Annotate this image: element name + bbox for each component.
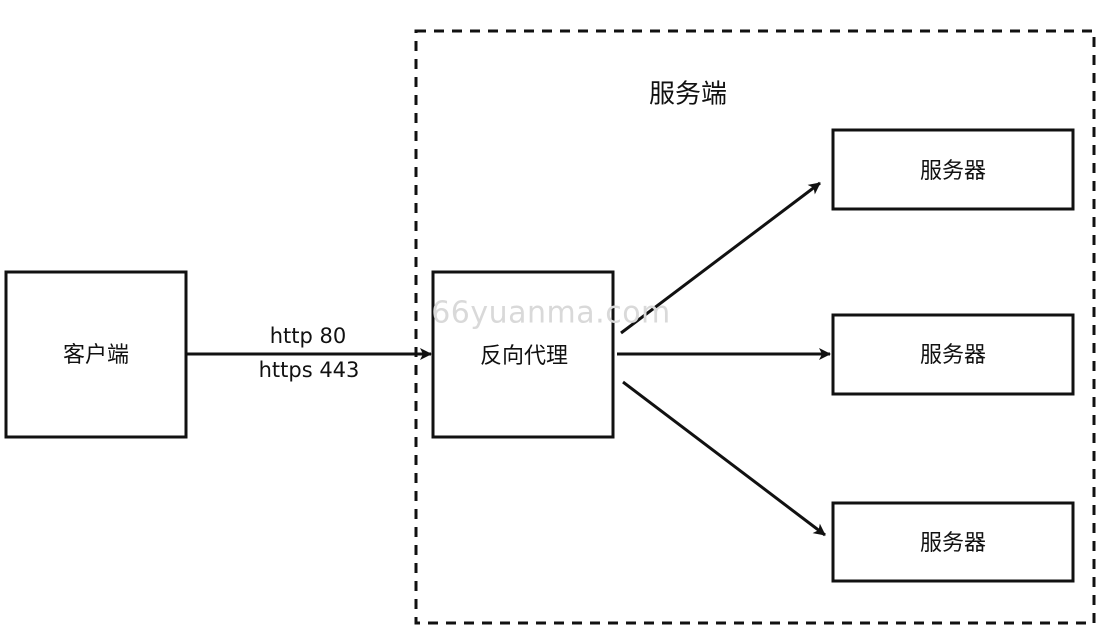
arrow-proxy-to-server-1 (620, 181, 821, 335)
client-box (4, 270, 188, 439)
server-box-1 (831, 128, 1075, 211)
watermark-text: 66yuanma.com (431, 296, 671, 331)
server-side-group: 服务端 (414, 29, 1096, 625)
server-label-3: 服务器 (920, 531, 986, 556)
server-node-1: 服务器 (831, 128, 1075, 211)
edge-label-http: http 80 (270, 324, 347, 348)
reverse-proxy-node: 反向代理 (431, 270, 615, 439)
server-node-3: 服务器 (831, 501, 1075, 583)
server-label-2: 服务器 (920, 343, 986, 368)
arrow-proxy-to-server-3 (622, 380, 826, 537)
client-node: 客户端 (4, 270, 188, 439)
client-label: 客户端 (63, 343, 129, 368)
server-side-title: 服务端 (649, 80, 727, 110)
server-box-2 (831, 313, 1075, 396)
server-box-3 (831, 501, 1075, 583)
reverse-proxy-label: 反向代理 (480, 344, 568, 369)
server-label-1: 服务器 (920, 159, 986, 184)
server-node-2: 服务器 (831, 313, 1075, 396)
edge-label-https: https 443 (259, 358, 360, 382)
reverse-proxy-box (431, 270, 615, 439)
server-side-dashed-border (414, 29, 1096, 625)
